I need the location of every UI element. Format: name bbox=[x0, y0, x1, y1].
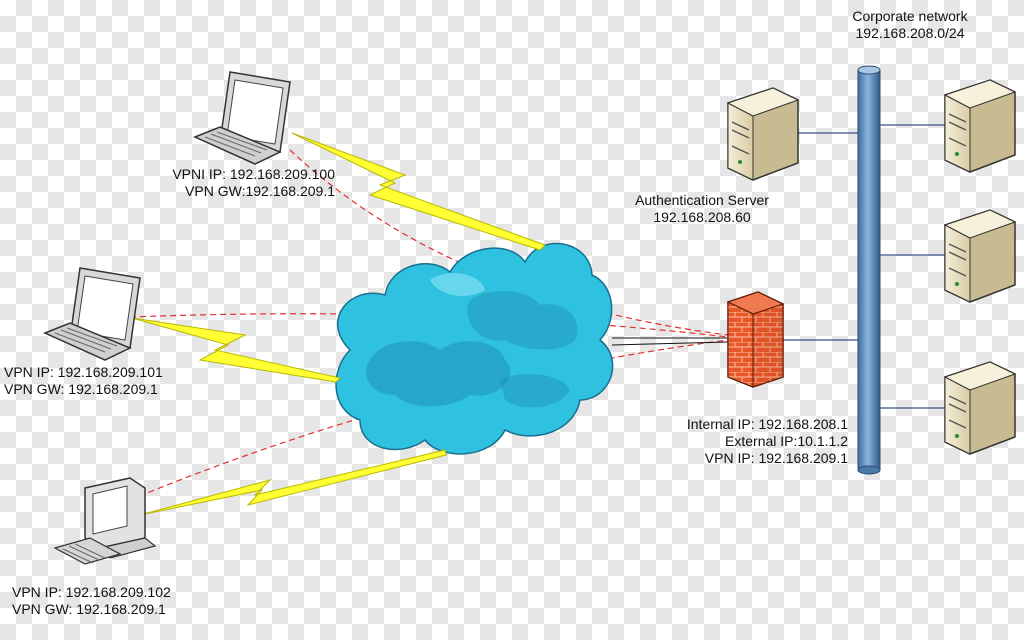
corporate-server-2-icon bbox=[943, 209, 1017, 303]
auth-server-ip: 192.168.208.60 bbox=[653, 209, 751, 225]
corporate-backbone bbox=[857, 65, 881, 475]
laptop-1-label: VPNI IP: 192.168.209.100 VPN GW:192.168.… bbox=[130, 166, 335, 200]
corporate-network-title: Corporate network bbox=[852, 8, 968, 24]
lightning-bolt-desktop bbox=[139, 449, 447, 516]
laptop-2-vpn-gw: VPN GW: 192.168.209.1 bbox=[4, 381, 158, 397]
corporate-network-label: Corporate network 192.168.208.0/24 bbox=[830, 8, 990, 42]
firewall-icon bbox=[726, 291, 785, 388]
auth-server-name: Authentication Server bbox=[635, 192, 769, 208]
laptop-2-label: VPN IP: 192.168.209.101 VPN GW: 192.168.… bbox=[4, 364, 163, 398]
laptop-1-icon bbox=[193, 71, 291, 165]
firewall-external-ip: External IP:10.1.1.2 bbox=[725, 433, 848, 449]
corporate-server-1-icon bbox=[943, 79, 1017, 173]
firewall-internal-ip: Internal IP: 192.168.208.1 bbox=[686, 416, 848, 432]
laptop-1-vpn-ip: VPNI IP: 192.168.209.100 bbox=[172, 166, 335, 182]
cloud-firewall-links bbox=[611, 337, 729, 346]
authentication-server-icon bbox=[726, 87, 800, 181]
backbone-connectors bbox=[782, 124, 945, 409]
desktop-vpn-ip: VPN IP: 192.168.209.102 bbox=[12, 584, 171, 600]
corporate-server-3-icon bbox=[943, 361, 1017, 455]
wireless-links bbox=[131, 132, 546, 516]
internet-cloud bbox=[335, 242, 614, 455]
desktop-vpn-gw: VPN GW: 192.168.209.1 bbox=[12, 601, 166, 617]
firewall-vpn-ip: VPN IP: 192.168.209.1 bbox=[704, 450, 848, 466]
laptop-2-vpn-ip: VPN IP: 192.168.209.101 bbox=[4, 364, 163, 380]
desktop-computer-icon bbox=[53, 477, 157, 565]
auth-server-label: Authentication Server 192.168.208.60 bbox=[612, 192, 792, 226]
lightning-bolt-laptop2 bbox=[131, 317, 341, 383]
laptop-1-vpn-gw: VPN GW:192.168.209.1 bbox=[185, 183, 335, 199]
laptop-2-icon bbox=[43, 267, 141, 361]
lightning-bolt-laptop1 bbox=[291, 132, 546, 251]
desktop-label: VPN IP: 192.168.209.102 VPN GW: 192.168.… bbox=[12, 584, 171, 618]
corporate-network-subnet: 192.168.208.0/24 bbox=[855, 25, 965, 41]
firewall-label: Internal IP: 192.168.208.1 External IP:1… bbox=[640, 416, 848, 467]
